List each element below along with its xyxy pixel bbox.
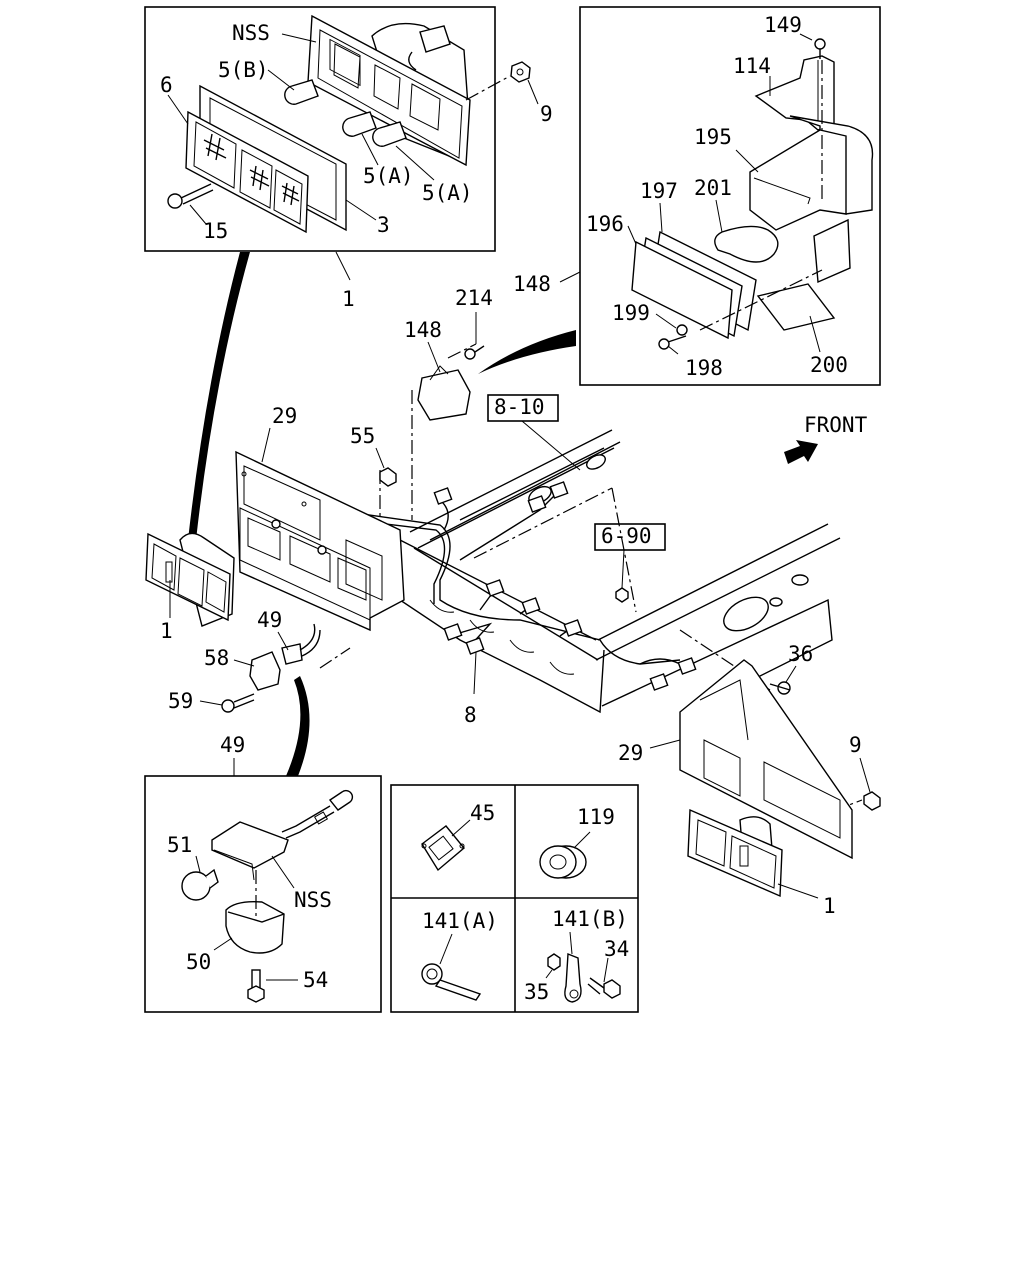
label-197: 197: [640, 179, 678, 203]
label-nss-top: NSS: [232, 21, 270, 45]
license-lamp-small: [221, 623, 321, 713]
label-29-left: 29: [272, 404, 297, 428]
label-1-left: 1: [160, 619, 173, 643]
ref-box-8-10: [487, 394, 559, 422]
detail-license-lamp: 51 NSS 50 54: [144, 775, 382, 1013]
arrow-icon: [784, 440, 818, 464]
label-195: 195: [694, 125, 732, 149]
label-9-right: 9: [849, 733, 862, 757]
label-9-top: 9: [540, 102, 553, 126]
label-55: 55: [350, 424, 375, 448]
label-200: 200: [810, 353, 848, 377]
label-148-right: 148: [513, 272, 551, 296]
label-5b: 5(B): [218, 58, 269, 82]
label-49-box: 49: [220, 733, 245, 757]
label-49: 49: [257, 608, 282, 632]
label-50: 50: [186, 950, 211, 974]
label-54: 54: [303, 968, 328, 992]
label-36: 36: [788, 642, 813, 666]
label-5a-1: 5(A): [363, 164, 414, 188]
bracket-right: [679, 659, 881, 860]
label-119: 119: [577, 805, 615, 829]
ref-box-6-90: [594, 523, 666, 551]
label-ref-8-10: 8-10: [494, 395, 545, 419]
bracket-left: [235, 450, 405, 632]
label-29-right: 29: [618, 741, 643, 765]
callout-arrow-right: [478, 330, 576, 374]
label-114: 114: [733, 54, 771, 78]
label-201: 201: [694, 176, 732, 200]
detail-rear-combination-lamp: NSS 5(B) 6 9 5(A) 5(A) 15 3: [144, 6, 553, 252]
label-1-top: 1: [342, 287, 355, 311]
nut-55: [379, 467, 397, 487]
label-149: 149: [764, 13, 802, 37]
callout-arrow-bottom: [286, 676, 310, 776]
detail-small-parts-grid: 45 119 141(A) 141(B) 34 35: [390, 784, 639, 1013]
lamp-assembly-right: [687, 808, 783, 898]
label-59: 59: [168, 689, 193, 713]
label-34: 34: [604, 937, 629, 961]
label-35: 35: [524, 980, 549, 1004]
label-45: 45: [470, 801, 495, 825]
label-8: 8: [464, 703, 477, 727]
label-nss-bottom: NSS: [294, 888, 332, 912]
label-6: 6: [160, 73, 173, 97]
label-141a: 141(A): [422, 909, 498, 933]
label-198: 198: [685, 356, 723, 380]
label-196: 196: [586, 212, 624, 236]
label-199: 199: [612, 301, 650, 325]
main-frame-assembly: [267, 390, 863, 821]
lamp-assembly-left: [145, 532, 235, 627]
label-51: 51: [167, 833, 192, 857]
detail-side-marker-lamp: 149 114 195 197 201 196 199 198 200: [579, 6, 881, 386]
label-1-right: 1: [823, 894, 836, 918]
label-5a-2: 5(A): [422, 181, 473, 205]
label-front: FRONT: [804, 413, 868, 437]
label-58: 58: [204, 646, 229, 670]
callout-arrow-left: [188, 252, 250, 540]
label-15: 15: [203, 219, 228, 243]
label-3: 3: [377, 213, 390, 237]
label-148: 148: [404, 318, 442, 342]
label-214: 214: [455, 286, 493, 310]
side-lamp-small: [417, 343, 485, 421]
label-ref-6-90: 6-90: [601, 524, 652, 548]
label-141b: 141(B): [552, 907, 628, 931]
